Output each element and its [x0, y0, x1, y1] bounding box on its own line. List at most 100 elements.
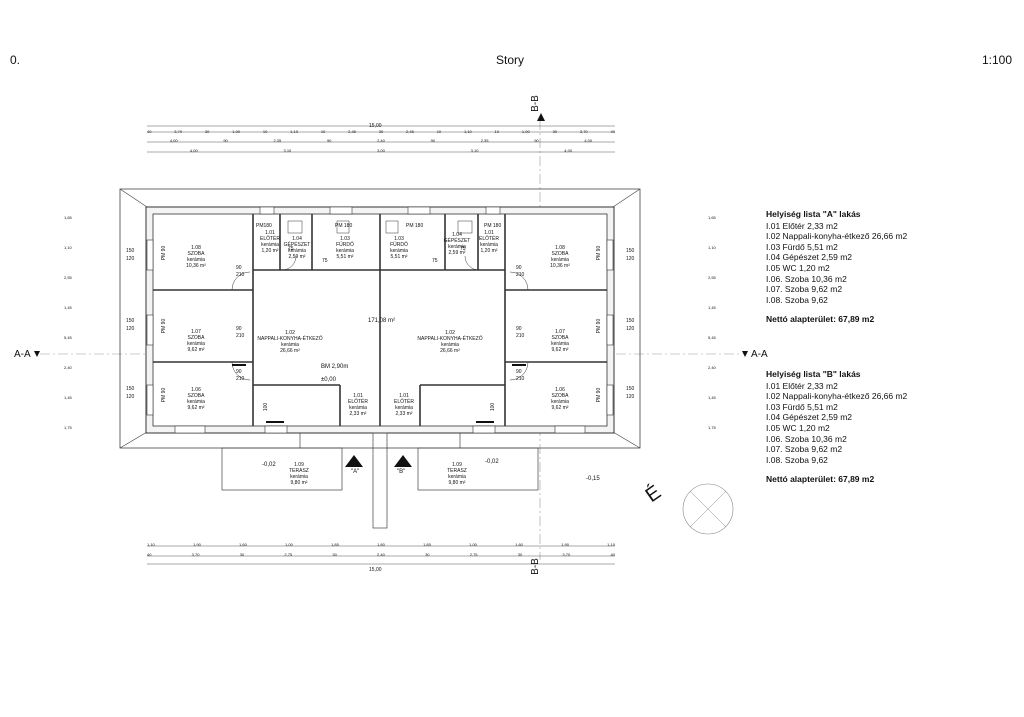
- room-list-b: Helyiség lista "B" lakás I.01 Előtér 2,3…: [766, 369, 966, 485]
- dimension-value: 2,45: [406, 129, 414, 134]
- dimension-value: 1,00: [285, 542, 293, 547]
- level-zero: ±0,00: [321, 377, 336, 383]
- dimension-value: 40: [610, 552, 615, 557]
- dimension-value: 1,45: [708, 395, 716, 400]
- opening-height: 120: [626, 326, 635, 332]
- door-height: 210: [236, 272, 245, 278]
- room-list-total: Nettó alapterület: 67,89 m2: [766, 314, 875, 325]
- dimension-value: 4,00: [189, 148, 198, 153]
- dimension-value: 1,75: [64, 425, 72, 430]
- dimension-value: 1,90: [193, 542, 201, 547]
- door-width: 100: [490, 402, 497, 412]
- section-aa-right: A-A: [751, 349, 768, 360]
- room-list-item: I.08. Szoba 9,62: [766, 294, 828, 305]
- room-list-item: I.07. Szoba 9,62 m2: [766, 444, 843, 455]
- dimension-value: 2,40: [377, 552, 385, 557]
- dimension-value: 1,60: [239, 542, 247, 547]
- opening-height: 120: [126, 256, 135, 262]
- dimension-value: 3,10: [470, 148, 479, 153]
- dimension-value: 30: [517, 552, 523, 557]
- dimension-value: 30: [239, 552, 245, 557]
- dimension-value: 3,70: [562, 552, 571, 557]
- dimension-value: 1,45: [64, 305, 72, 310]
- level-outside: -0,15: [586, 476, 600, 482]
- dimension-value: 2,55: [64, 275, 72, 280]
- dimension-value: 30: [204, 129, 210, 134]
- dimension-value: 2,35: [480, 138, 489, 143]
- window-label: PM 90: [596, 245, 603, 261]
- dimension-value: 10: [320, 129, 326, 134]
- dimension-value: 40: [610, 129, 615, 134]
- window-label: PM180: [256, 223, 272, 229]
- dimension-value: 30: [425, 552, 430, 557]
- room-list-item: I.03 Fürdő 5,51 m2: [766, 401, 838, 412]
- dimension-value: 1,75: [708, 425, 716, 430]
- dimension-value: 3,10: [283, 148, 292, 153]
- window-label: PM 90: [596, 318, 603, 334]
- room-list-a: Helyiség lista "A" lakás I.01 Előtér 2,3…: [766, 209, 966, 325]
- level-terrace-a: -0,02: [262, 462, 276, 468]
- room-list-item: I.06. Szoba 10,36 m2: [766, 433, 847, 444]
- dimension-value: 90: [534, 138, 539, 143]
- dimension-value: 2,40: [377, 138, 385, 143]
- window-label: PM 180: [335, 223, 353, 229]
- room-list-item: I.06. Szoba 10,36 m2: [766, 273, 847, 284]
- story-number: 0.: [10, 53, 21, 67]
- dimension-value: 2,35: [273, 138, 282, 143]
- total-width-bottom: 15,00: [369, 567, 382, 573]
- opening-width: 150: [126, 318, 135, 324]
- dimension-value: 4,00: [564, 148, 573, 153]
- room-list-item: I.05 WC 1,20 m2: [766, 422, 830, 433]
- dimension-value: 1,90: [561, 542, 569, 547]
- dimension-value: 3,70: [191, 552, 200, 557]
- dimension-value: 1,80: [377, 542, 385, 547]
- room-list-item: I.01 Előtér 2,33 m2: [766, 220, 838, 231]
- dimension-value: 1,10: [147, 542, 155, 547]
- dimension-value: 1,65: [64, 215, 72, 220]
- opening-height: 120: [126, 326, 135, 332]
- opening-width: 150: [626, 318, 635, 324]
- door-width: 90: [236, 369, 242, 375]
- door-width: 75: [322, 258, 328, 264]
- opening-width: 150: [626, 248, 635, 254]
- door-width: 90: [236, 265, 242, 271]
- dimension-value: 2,40: [708, 365, 716, 370]
- door-height: 210: [516, 333, 525, 339]
- dimension-value: 1,10: [463, 129, 472, 134]
- dimension-value: 1,10: [708, 245, 716, 250]
- dimension-value: 40: [147, 552, 152, 557]
- dimension-value: 1,00: [232, 129, 241, 134]
- dimension-value: 3,00: [377, 148, 385, 153]
- opening-height: 120: [626, 256, 635, 262]
- room-list-title: Helyiség lista "A" lakás: [766, 209, 861, 219]
- room-list-item: I.03 Fürdő 5,51 m2: [766, 241, 838, 252]
- entrance-b: "B": [397, 469, 406, 475]
- room-list-item: I.04 Gépészet 2,59 m2: [766, 412, 852, 423]
- dimension-value: 2,40: [64, 365, 72, 370]
- dimension-value: 1,45: [64, 395, 72, 400]
- dimension-value: 40: [147, 129, 152, 134]
- dimension-value: 1,85: [423, 542, 431, 547]
- dimension-value: 1,10: [290, 129, 298, 134]
- dimension-value: 5,45: [708, 335, 716, 340]
- door-width: 90: [516, 265, 522, 271]
- dimension-value: 2,45: [348, 129, 356, 134]
- level-terrace-b: -0,02: [485, 459, 499, 465]
- opening-height: 120: [126, 394, 135, 400]
- window-label: PM 90: [161, 318, 168, 334]
- room-list-item: I.02 Nappali-konyha-étkező 26,66 m2: [766, 391, 908, 402]
- section-bb-bottom: B-B: [529, 558, 541, 575]
